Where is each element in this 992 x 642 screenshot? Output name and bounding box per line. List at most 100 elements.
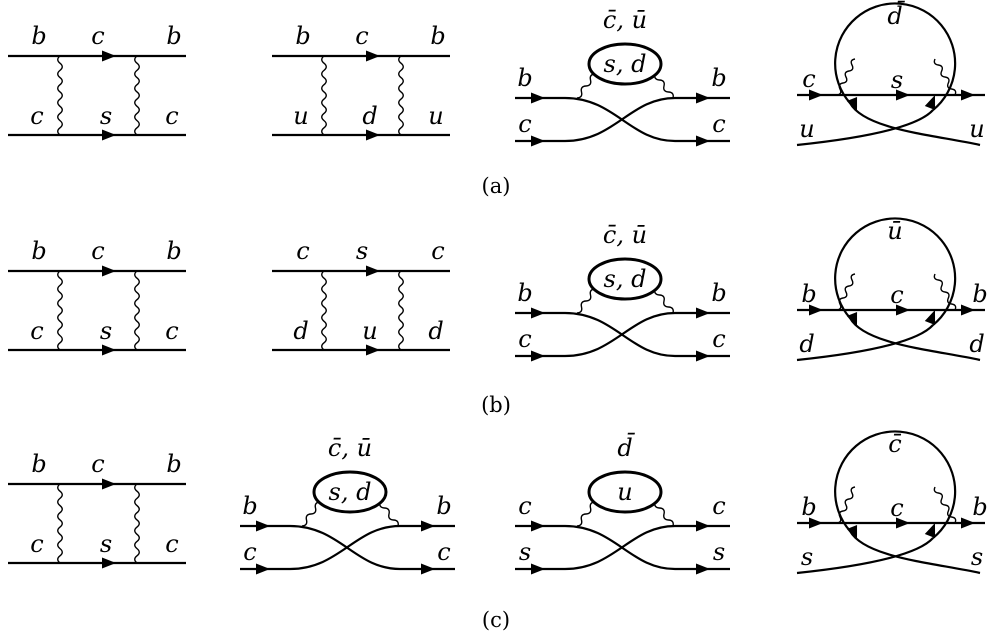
- arrow-icon: [366, 129, 380, 141]
- arrow-icon: [102, 265, 116, 277]
- w-boson-line-left: [57, 483, 63, 564]
- label-bottom-right: s: [713, 538, 725, 566]
- label-bottom-left: c: [518, 325, 531, 353]
- arrow-icon: [696, 135, 710, 147]
- w-boson-line-left: [321, 270, 327, 351]
- label-top-left: b: [31, 22, 46, 50]
- label-top-left: c: [296, 237, 309, 265]
- w-boson-line-right: [134, 55, 140, 136]
- label-internal: c: [890, 281, 903, 309]
- label-top-internal: s: [356, 237, 368, 265]
- label-bottom-left: c: [30, 317, 43, 345]
- arrow-icon: [896, 517, 910, 529]
- arrow-icon: [896, 304, 910, 316]
- row-caption: (a): [482, 174, 511, 198]
- label-top-left: b: [242, 492, 257, 520]
- label-bottom-internal: u: [362, 317, 377, 345]
- label-left: b: [801, 493, 816, 521]
- label-top-internal: c: [91, 237, 104, 265]
- arrow-icon: [961, 517, 975, 529]
- arrow-icon: [961, 89, 975, 101]
- arrow-icon: [809, 304, 823, 316]
- arrow-icon: [102, 129, 116, 141]
- label-bottom-right: c: [712, 325, 725, 353]
- arrow-icon: [846, 96, 858, 112]
- label-bottom-right: c: [165, 102, 178, 130]
- arrow-icon: [102, 557, 116, 569]
- quark-line-lower-left: [796, 537, 934, 575]
- arrow-icon: [846, 524, 858, 540]
- w-boson-line-right: [134, 483, 140, 564]
- label-right: b: [972, 493, 987, 521]
- quark-loop: [834, 217, 957, 326]
- label-internal: s: [891, 66, 903, 94]
- quark-line-cross: [515, 524, 730, 571]
- label-bottom-right: c: [437, 538, 450, 566]
- loop-label-above: d̄: [887, 1, 905, 30]
- arrow-icon: [421, 563, 435, 575]
- label-bottom-right: c: [165, 530, 178, 558]
- quark-loop: [834, 2, 957, 111]
- quark-loop: [587, 42, 663, 86]
- label-top-right: b: [711, 64, 726, 92]
- label-top-internal: c: [91, 450, 104, 478]
- arrow-icon: [256, 520, 270, 532]
- label-bottom-right: c: [165, 317, 178, 345]
- loop-label-above: ū: [887, 217, 902, 245]
- arrow-icon: [696, 563, 710, 575]
- label-bottom-left: c: [518, 110, 531, 138]
- arrow-icon: [696, 350, 710, 362]
- label-bottom-left: c: [243, 538, 256, 566]
- w-boson-line-left: [321, 55, 327, 136]
- row-caption: (b): [481, 393, 511, 417]
- label-bottom-left: s: [519, 538, 531, 566]
- quark-loop: [587, 257, 663, 301]
- quark-line-cross: [240, 524, 455, 571]
- w-boson-line-left: [576, 73, 596, 99]
- label-left: b: [801, 280, 816, 308]
- label-bottom-left: d: [293, 317, 308, 345]
- w-boson-line-left: [576, 288, 596, 314]
- w-boson-line-right: [654, 288, 674, 314]
- arrow-icon: [696, 92, 710, 104]
- label-top-left: b: [517, 279, 532, 307]
- w-boson-line-left: [576, 501, 596, 527]
- arrow-icon: [531, 563, 545, 575]
- arrow-icon: [846, 311, 858, 327]
- arrow-icon: [531, 520, 545, 532]
- arrow-icon: [696, 307, 710, 319]
- loop-label-above: c̄: [888, 430, 902, 458]
- label-top-right: c: [431, 237, 444, 265]
- label-internal: c: [890, 494, 903, 522]
- row-caption: (c): [482, 608, 510, 632]
- label-bottom-right: u: [428, 102, 443, 130]
- w-boson-line-right: [933, 58, 957, 96]
- w-boson-line-right: [654, 501, 674, 527]
- loop-label-inside: s, d: [604, 265, 647, 293]
- quark-loop: [587, 470, 663, 514]
- arrow-icon: [896, 89, 910, 101]
- loop-label-above: c̄, ū: [328, 434, 372, 462]
- arrow-icon: [366, 265, 380, 277]
- quark-line-lower-left: [796, 109, 934, 147]
- arrow-icon: [924, 95, 936, 111]
- arrow-icon: [531, 92, 545, 104]
- arrow-icon: [102, 478, 116, 490]
- w-boson-line-left: [301, 501, 321, 527]
- arrow-icon: [256, 563, 270, 575]
- quark-line-cross: [515, 96, 730, 143]
- label-bottom-internal: s: [100, 317, 112, 345]
- label-right: b: [972, 280, 987, 308]
- label-bottom-left: u: [799, 115, 814, 143]
